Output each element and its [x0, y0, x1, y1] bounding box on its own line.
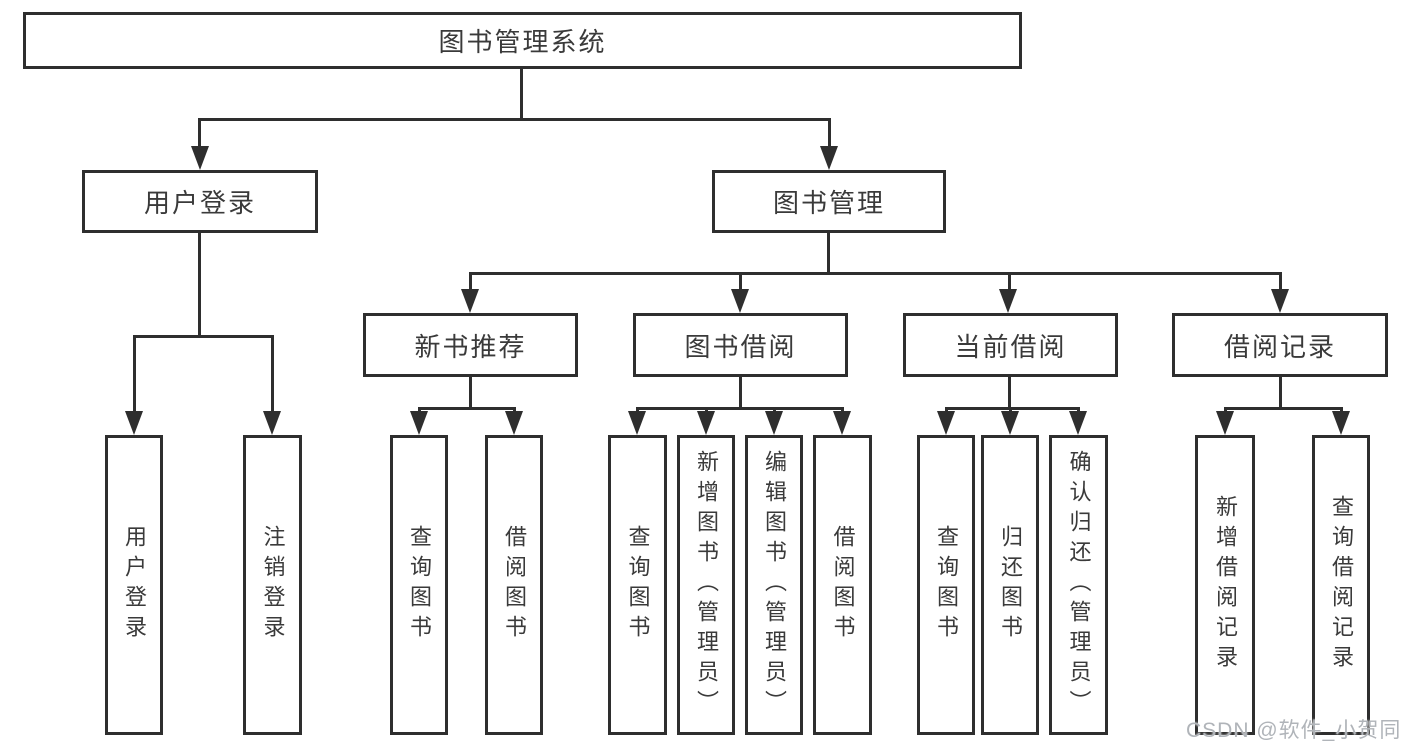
connector-level3-branch: [469, 272, 1282, 275]
node-bb-edit-books-label: 编辑图书（管理员）: [762, 450, 787, 720]
arrow-down-icon: [1001, 411, 1019, 435]
arrow-down-icon: [1216, 411, 1234, 435]
node-bb-borrow-books-label: 借阅图书: [830, 525, 856, 645]
node-cb-return-books: 归还图书: [981, 435, 1039, 735]
connector-leg-logout: [271, 335, 274, 415]
connector-current-borrow-branch: [945, 407, 1079, 410]
arrow-down-icon: [820, 146, 838, 170]
node-br-add-record-label: 新增借阅记录: [1213, 495, 1238, 675]
arrow-down-icon: [263, 411, 281, 435]
node-cb-confirm-return-label: 确认归还（管理员）: [1066, 450, 1092, 720]
node-book-borrow-label: 图书借阅: [684, 331, 797, 362]
node-current-borrow: 当前借阅: [903, 313, 1118, 377]
node-bb-query-books-label: 查询图书: [625, 525, 651, 645]
node-bb-borrow-books: 借阅图书: [813, 435, 872, 735]
node-borrow-records-label: 借阅记录: [1223, 331, 1336, 362]
arrow-down-icon: [999, 289, 1017, 313]
node-new-books-label: 新书推荐: [414, 331, 527, 362]
arrow-down-icon: [1271, 289, 1289, 313]
node-br-query-record: 查询借阅记录: [1312, 435, 1370, 735]
node-current-borrow-label: 当前借阅: [954, 331, 1067, 362]
node-nb-borrow-books-label: 借阅图书: [502, 525, 527, 645]
node-book-mgmt: 图书管理: [712, 170, 946, 233]
node-root: 图书管理系统: [23, 12, 1022, 69]
node-book-borrow: 图书借阅: [633, 313, 848, 377]
node-cb-confirm-return: 确认归还（管理员）: [1049, 435, 1108, 735]
connector-leg-new-books: [469, 272, 472, 292]
connector-root-stem: [520, 69, 523, 118]
connector-leg-login: [133, 335, 136, 415]
node-cb-query-books-label: 查询图书: [934, 525, 959, 645]
connector-borrow-records-branch: [1224, 407, 1342, 410]
node-root-label: 图书管理系统: [438, 27, 607, 57]
node-bb-edit-books: 编辑图书（管理员）: [745, 435, 803, 735]
connector-leg-book-borrow: [739, 272, 742, 292]
connector-borrow-records-stem: [1279, 377, 1282, 407]
connector-book-borrow-branch: [636, 407, 843, 410]
connector-user-login-branch: [133, 335, 274, 338]
connector-leg-current-borrow: [1008, 272, 1011, 292]
connector-user-login-stem: [198, 233, 201, 337]
node-cb-query-books: 查询图书: [917, 435, 975, 735]
arrow-down-icon: [191, 146, 209, 170]
arrow-down-icon: [461, 289, 479, 313]
arrow-down-icon: [731, 289, 749, 313]
node-new-books: 新书推荐: [363, 313, 578, 377]
arrow-down-icon: [697, 411, 715, 435]
arrow-down-icon: [125, 411, 143, 435]
node-login-label: 用户登录: [122, 525, 147, 645]
arrow-down-icon: [505, 411, 523, 435]
node-book-mgmt-label: 图书管理: [772, 188, 885, 218]
node-bb-add-books: 新增图书（管理员）: [677, 435, 735, 735]
node-cb-return-books-label: 归还图书: [998, 525, 1023, 645]
arrow-down-icon: [833, 411, 851, 435]
arrow-down-icon: [628, 411, 646, 435]
node-nb-query-books: 查询图书: [390, 435, 448, 735]
node-borrow-records: 借阅记录: [1172, 313, 1388, 377]
node-bb-query-books: 查询图书: [608, 435, 667, 735]
connector-book-borrow-stem: [739, 377, 742, 407]
node-login: 用户登录: [105, 435, 163, 735]
connector-new-books-stem: [469, 377, 472, 407]
node-logout-label: 注销登录: [260, 525, 286, 645]
arrow-down-icon: [1069, 411, 1087, 435]
node-user-login-label: 用户登录: [143, 188, 256, 218]
connector-leg-borrow-records: [1279, 272, 1282, 292]
node-user-login: 用户登录: [82, 170, 318, 233]
csdn-watermark: CSDN @软件_小贺同学: [1186, 719, 1402, 742]
node-nb-borrow-books: 借阅图书: [485, 435, 543, 735]
connector-book-mgmt-stem: [827, 233, 830, 274]
node-br-add-record: 新增借阅记录: [1195, 435, 1255, 735]
node-logout: 注销登录: [243, 435, 302, 735]
connector-level2-branch: [198, 118, 831, 121]
node-nb-query-books-label: 查询图书: [407, 525, 432, 645]
arrow-down-icon: [765, 411, 783, 435]
arrow-down-icon: [1332, 411, 1350, 435]
connector-new-books-branch: [418, 407, 515, 410]
connector-current-borrow-stem: [1008, 377, 1011, 407]
node-br-query-record-label: 查询借阅记录: [1329, 495, 1354, 675]
connector-leg-book-mgmt: [828, 118, 831, 148]
arrow-down-icon: [937, 411, 955, 435]
connector-leg-user-login: [198, 118, 201, 148]
node-bb-add-books-label: 新增图书（管理员）: [694, 450, 719, 720]
arrow-down-icon: [410, 411, 428, 435]
